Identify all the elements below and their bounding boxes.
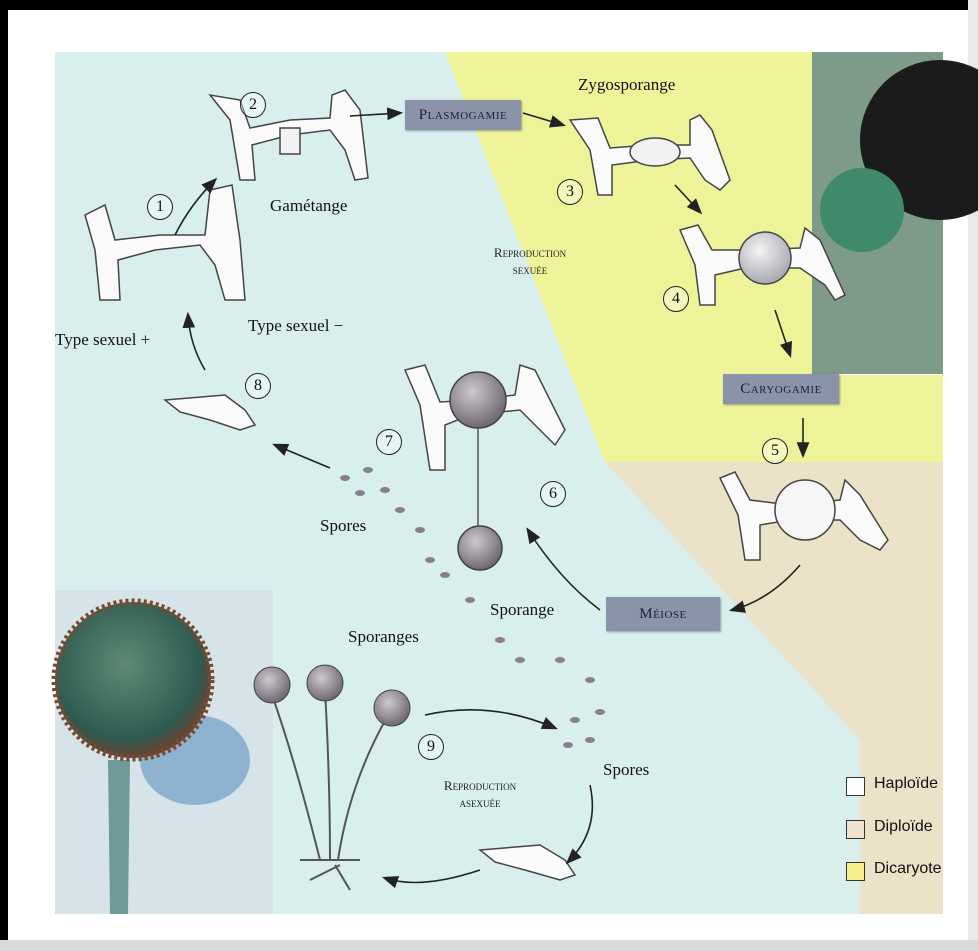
sporange-a: [254, 667, 290, 703]
label-reproduction-sexuee-line1: Reproduction: [470, 244, 590, 261]
step-3: 3: [557, 179, 583, 205]
step-2: 2: [240, 92, 266, 118]
label-reproduction-sexuee-line2: sexuée: [470, 261, 590, 278]
label-reproduction-sexuee: Reproduction sexuée: [470, 244, 590, 278]
step-4: 4: [663, 286, 689, 312]
step-7: 7: [376, 429, 402, 455]
label-zygosporange: Zygosporange: [578, 75, 675, 95]
sporange-b: [307, 665, 343, 701]
step-9: 9: [418, 734, 444, 760]
label-sporanges: Sporanges: [348, 627, 419, 647]
label-spores-bottom: Spores: [603, 760, 649, 780]
label-gametange: Gamétange: [270, 196, 347, 216]
label-reproduction-asexuee-line2: asexuée: [420, 794, 540, 811]
label-reproduction-asexuee: Reproduction asexuée: [420, 777, 540, 811]
step-6: 6: [540, 481, 566, 507]
stage-meiose: Méiose: [606, 597, 720, 631]
label-type-plus: Type sexuel +: [55, 330, 150, 350]
label-spores-top: Spores: [320, 516, 366, 536]
label-type-minus: Type sexuel −: [248, 316, 343, 336]
label-reproduction-asexuee-line1: Reproduction: [420, 777, 540, 794]
legend-label-dicaryote: Dicaryote: [874, 860, 942, 878]
legend-swatch-diploide: [846, 820, 865, 839]
sporange-c: [374, 690, 410, 726]
label-sporange: Sporange: [490, 600, 554, 620]
stage-caryogamie: Caryogamie: [723, 374, 839, 404]
step-1: 1: [147, 194, 173, 220]
legend-swatch-dicaryote: [846, 862, 865, 881]
legend-label-haploide: Haploïde: [874, 775, 938, 793]
legend-swatch-haploide: [846, 777, 865, 796]
step-5: 5: [762, 438, 788, 464]
step-8: 8: [245, 373, 271, 399]
legend-label-diploide: Diploïde: [874, 818, 933, 836]
stage-plasmogamie: Plasmogamie: [405, 100, 521, 130]
